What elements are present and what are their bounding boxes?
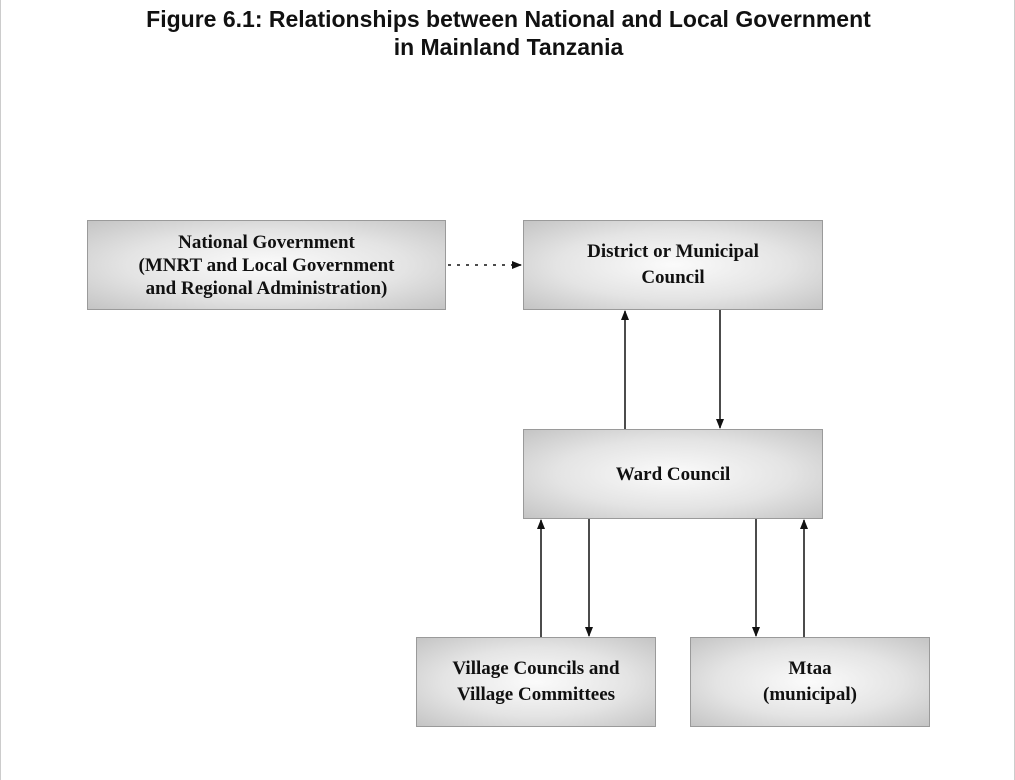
node-village-councils: Village Councils and Village Committees <box>416 637 656 727</box>
node-label: Council <box>641 267 705 288</box>
node-label: Ward Council <box>615 463 731 485</box>
node-mtaa: Mtaa (municipal) <box>690 637 930 727</box>
node-label: Village Committees <box>456 684 616 705</box>
node-label: District or Municipal <box>587 241 759 262</box>
node-national-government: National Government (MNRT and Local Gove… <box>87 220 446 310</box>
node-label: National Government <box>178 231 355 253</box>
node-label: (municipal) <box>763 684 857 705</box>
node-label: (MNRT and Local Government <box>138 254 395 276</box>
node-label: Mtaa <box>788 658 832 679</box>
node-district-council: District or Municipal Council <box>523 220 823 310</box>
node-label: and Regional Administration) <box>145 277 388 299</box>
node-ward-council: Ward Council <box>523 429 823 519</box>
node-label: Village Councils and <box>452 658 620 679</box>
figure-title-line-1: Figure 6.1: Relationships between Nation… <box>146 6 871 32</box>
figure-title-line-2: in Mainland Tanzania <box>393 34 624 60</box>
